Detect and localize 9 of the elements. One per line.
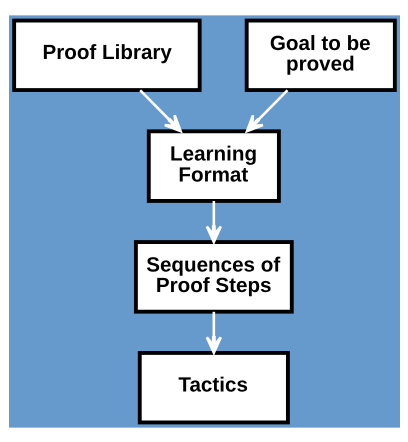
node-box: Tactics [137, 350, 290, 424]
node-box: Goal to be proved [244, 18, 396, 92]
node-box: Sequences of Proof Steps [133, 240, 294, 314]
arrow [245, 88, 288, 132]
node-box: Proof Library [12, 18, 202, 92]
node-box: Learning Format [146, 128, 280, 202]
arrow [205, 200, 222, 243]
arrow [138, 88, 182, 132]
arrow [205, 311, 222, 354]
